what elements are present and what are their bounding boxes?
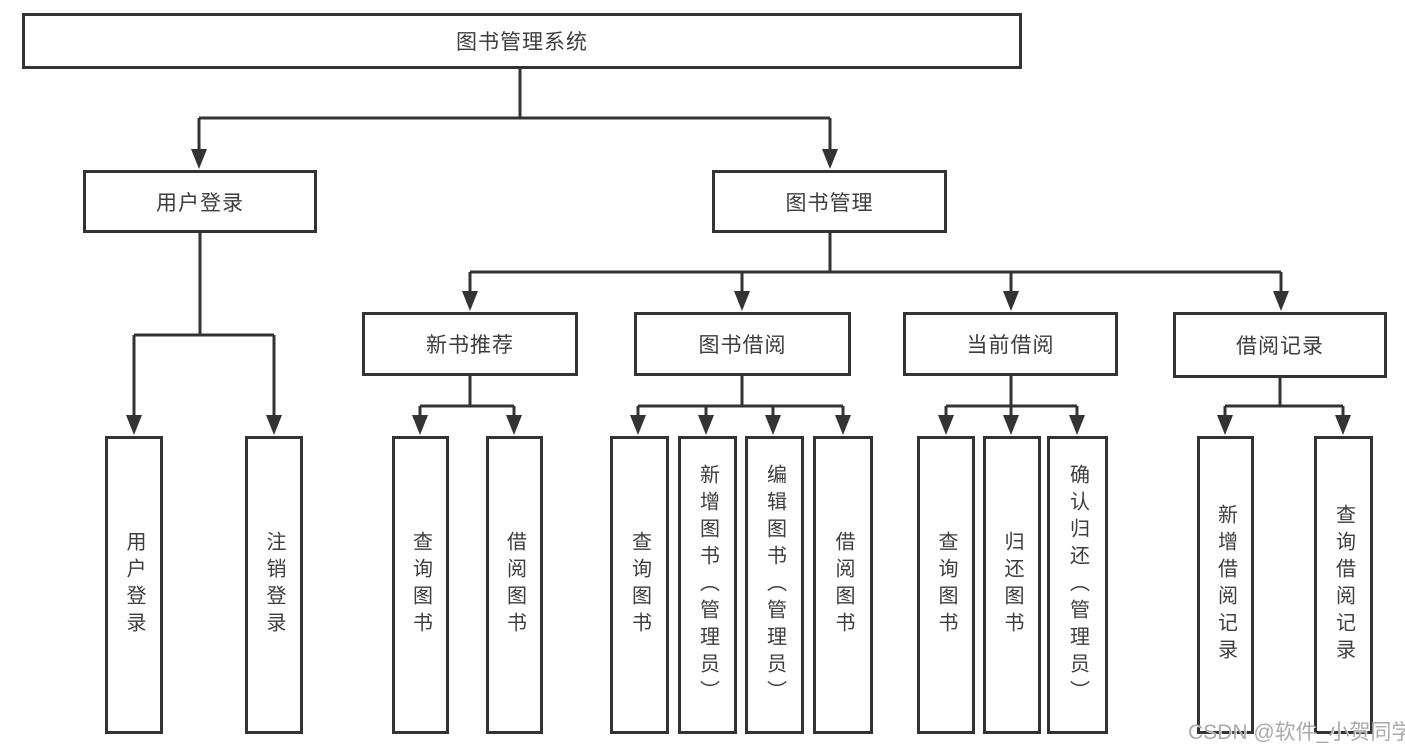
leaf-records-add-record-label: 新增借阅记录 (1214, 504, 1237, 666)
leaf-borrow-borrow-book-label: 借阅图书 (832, 531, 854, 639)
node-new-book-recommend: 新书推荐 (362, 312, 578, 376)
leaf-recommend-query-book: 查询图书 (392, 436, 449, 734)
node-current-borrow-label: 当前借阅 (966, 334, 1055, 357)
node-book-management-label: 图书管理 (785, 191, 874, 215)
leaf-borrow-borrow-book: 借阅图书 (813, 436, 873, 734)
node-book-borrow: 图书借阅 (634, 312, 851, 376)
leaf-records-add-record: 新增借阅记录 (1197, 436, 1254, 734)
csdn-watermark: CSDN @软件_小贺同学 (1188, 721, 1405, 744)
leaf-recommend-borrow-book-label: 借阅图书 (503, 531, 526, 639)
node-user-login-label: 用户登录 (156, 191, 244, 215)
leaf-records-query-record-label: 查询借阅记录 (1332, 504, 1355, 666)
leaf-current-query-book-label: 查询图书 (935, 531, 957, 639)
node-user-login: 用户登录 (83, 170, 317, 233)
node-borrow-records: 借阅记录 (1173, 312, 1387, 378)
node-book-management: 图书管理 (712, 170, 947, 233)
leaf-borrow-add-book-admin: 新增图书（管理员） (678, 436, 737, 734)
leaf-current-return-book-label: 归还图书 (1001, 531, 1023, 639)
leaf-current-query-book: 查询图书 (917, 436, 975, 734)
node-borrow-records-label: 借阅记录 (1236, 335, 1324, 358)
leaf-recommend-borrow-book: 借阅图书 (486, 436, 543, 734)
leaf-borrow-edit-book-admin: 编辑图书（管理员） (745, 436, 804, 734)
leaf-borrow-query-book-label: 查询图书 (628, 531, 651, 639)
leaf-records-query-record: 查询借阅记录 (1314, 436, 1373, 734)
node-root-system: 图书管理系统 (22, 13, 1022, 69)
leaf-user-login: 用户登录 (105, 436, 163, 734)
leaf-borrow-edit-book-admin-label: 编辑图书（管理员） (763, 463, 786, 707)
leaf-current-return-book: 归还图书 (983, 436, 1041, 734)
leaf-recommend-query-book-label: 查询图书 (409, 531, 432, 639)
leaf-logout-label: 注销登录 (263, 531, 285, 639)
leaf-borrow-add-book-admin-label: 新增图书（管理员） (696, 463, 719, 707)
node-current-borrow: 当前借阅 (903, 312, 1118, 376)
leaf-user-login-label: 用户登录 (123, 531, 145, 639)
leaf-current-confirm-return-admin: 确认归还（管理员） (1047, 436, 1108, 734)
node-book-borrow-label: 图书借阅 (698, 334, 787, 357)
leaf-logout: 注销登录 (245, 436, 303, 734)
leaf-current-confirm-return-admin-label: 确认归还（管理员） (1066, 463, 1089, 707)
node-root-system-label: 图书管理系统 (456, 31, 588, 54)
node-new-book-recommend-label: 新书推荐 (426, 334, 514, 357)
leaf-borrow-query-book: 查询图书 (610, 436, 669, 734)
